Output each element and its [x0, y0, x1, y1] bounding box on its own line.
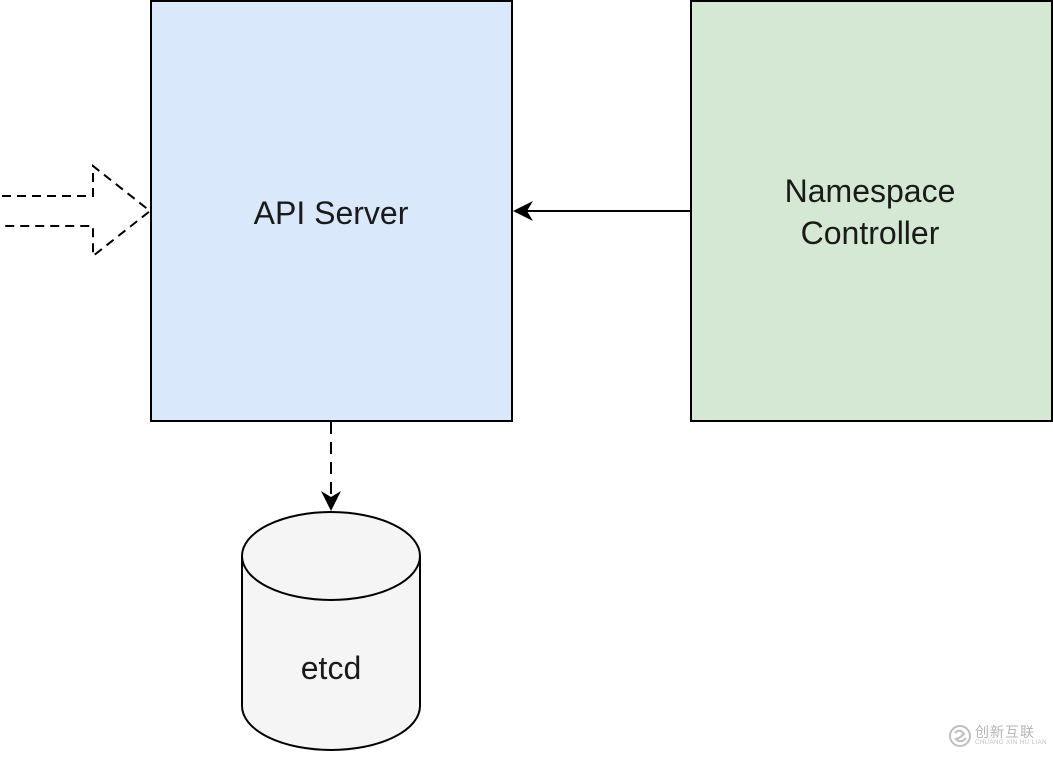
watermark: 创新互联 CHUANG XIN HU LIAN — [948, 725, 1047, 747]
api-server-node: API Server — [150, 0, 513, 422]
namespace-controller-box — [690, 0, 1053, 422]
etcd-node: etcd — [241, 511, 421, 751]
swirl-logo-icon — [948, 725, 971, 747]
etcd-cylinder-top — [241, 555, 421, 601]
namespace-controller-label-line1: Namespace — [785, 173, 956, 209]
watermark-text-en: CHUANG XIN HU LIAN — [974, 740, 1047, 746]
api-server-box — [150, 0, 513, 422]
incoming-request-arrow — [2, 163, 152, 259]
api-server-label: API Server — [254, 195, 409, 231]
watermark-text-cn: 创新互联 — [974, 725, 1035, 741]
namespace-controller-node: Namespace Controller — [690, 0, 1053, 422]
namespace-controller-label-line2: Controller — [801, 215, 940, 251]
etcd-label: etcd — [301, 650, 361, 686]
etcd-cylinder-body — [241, 511, 421, 751]
